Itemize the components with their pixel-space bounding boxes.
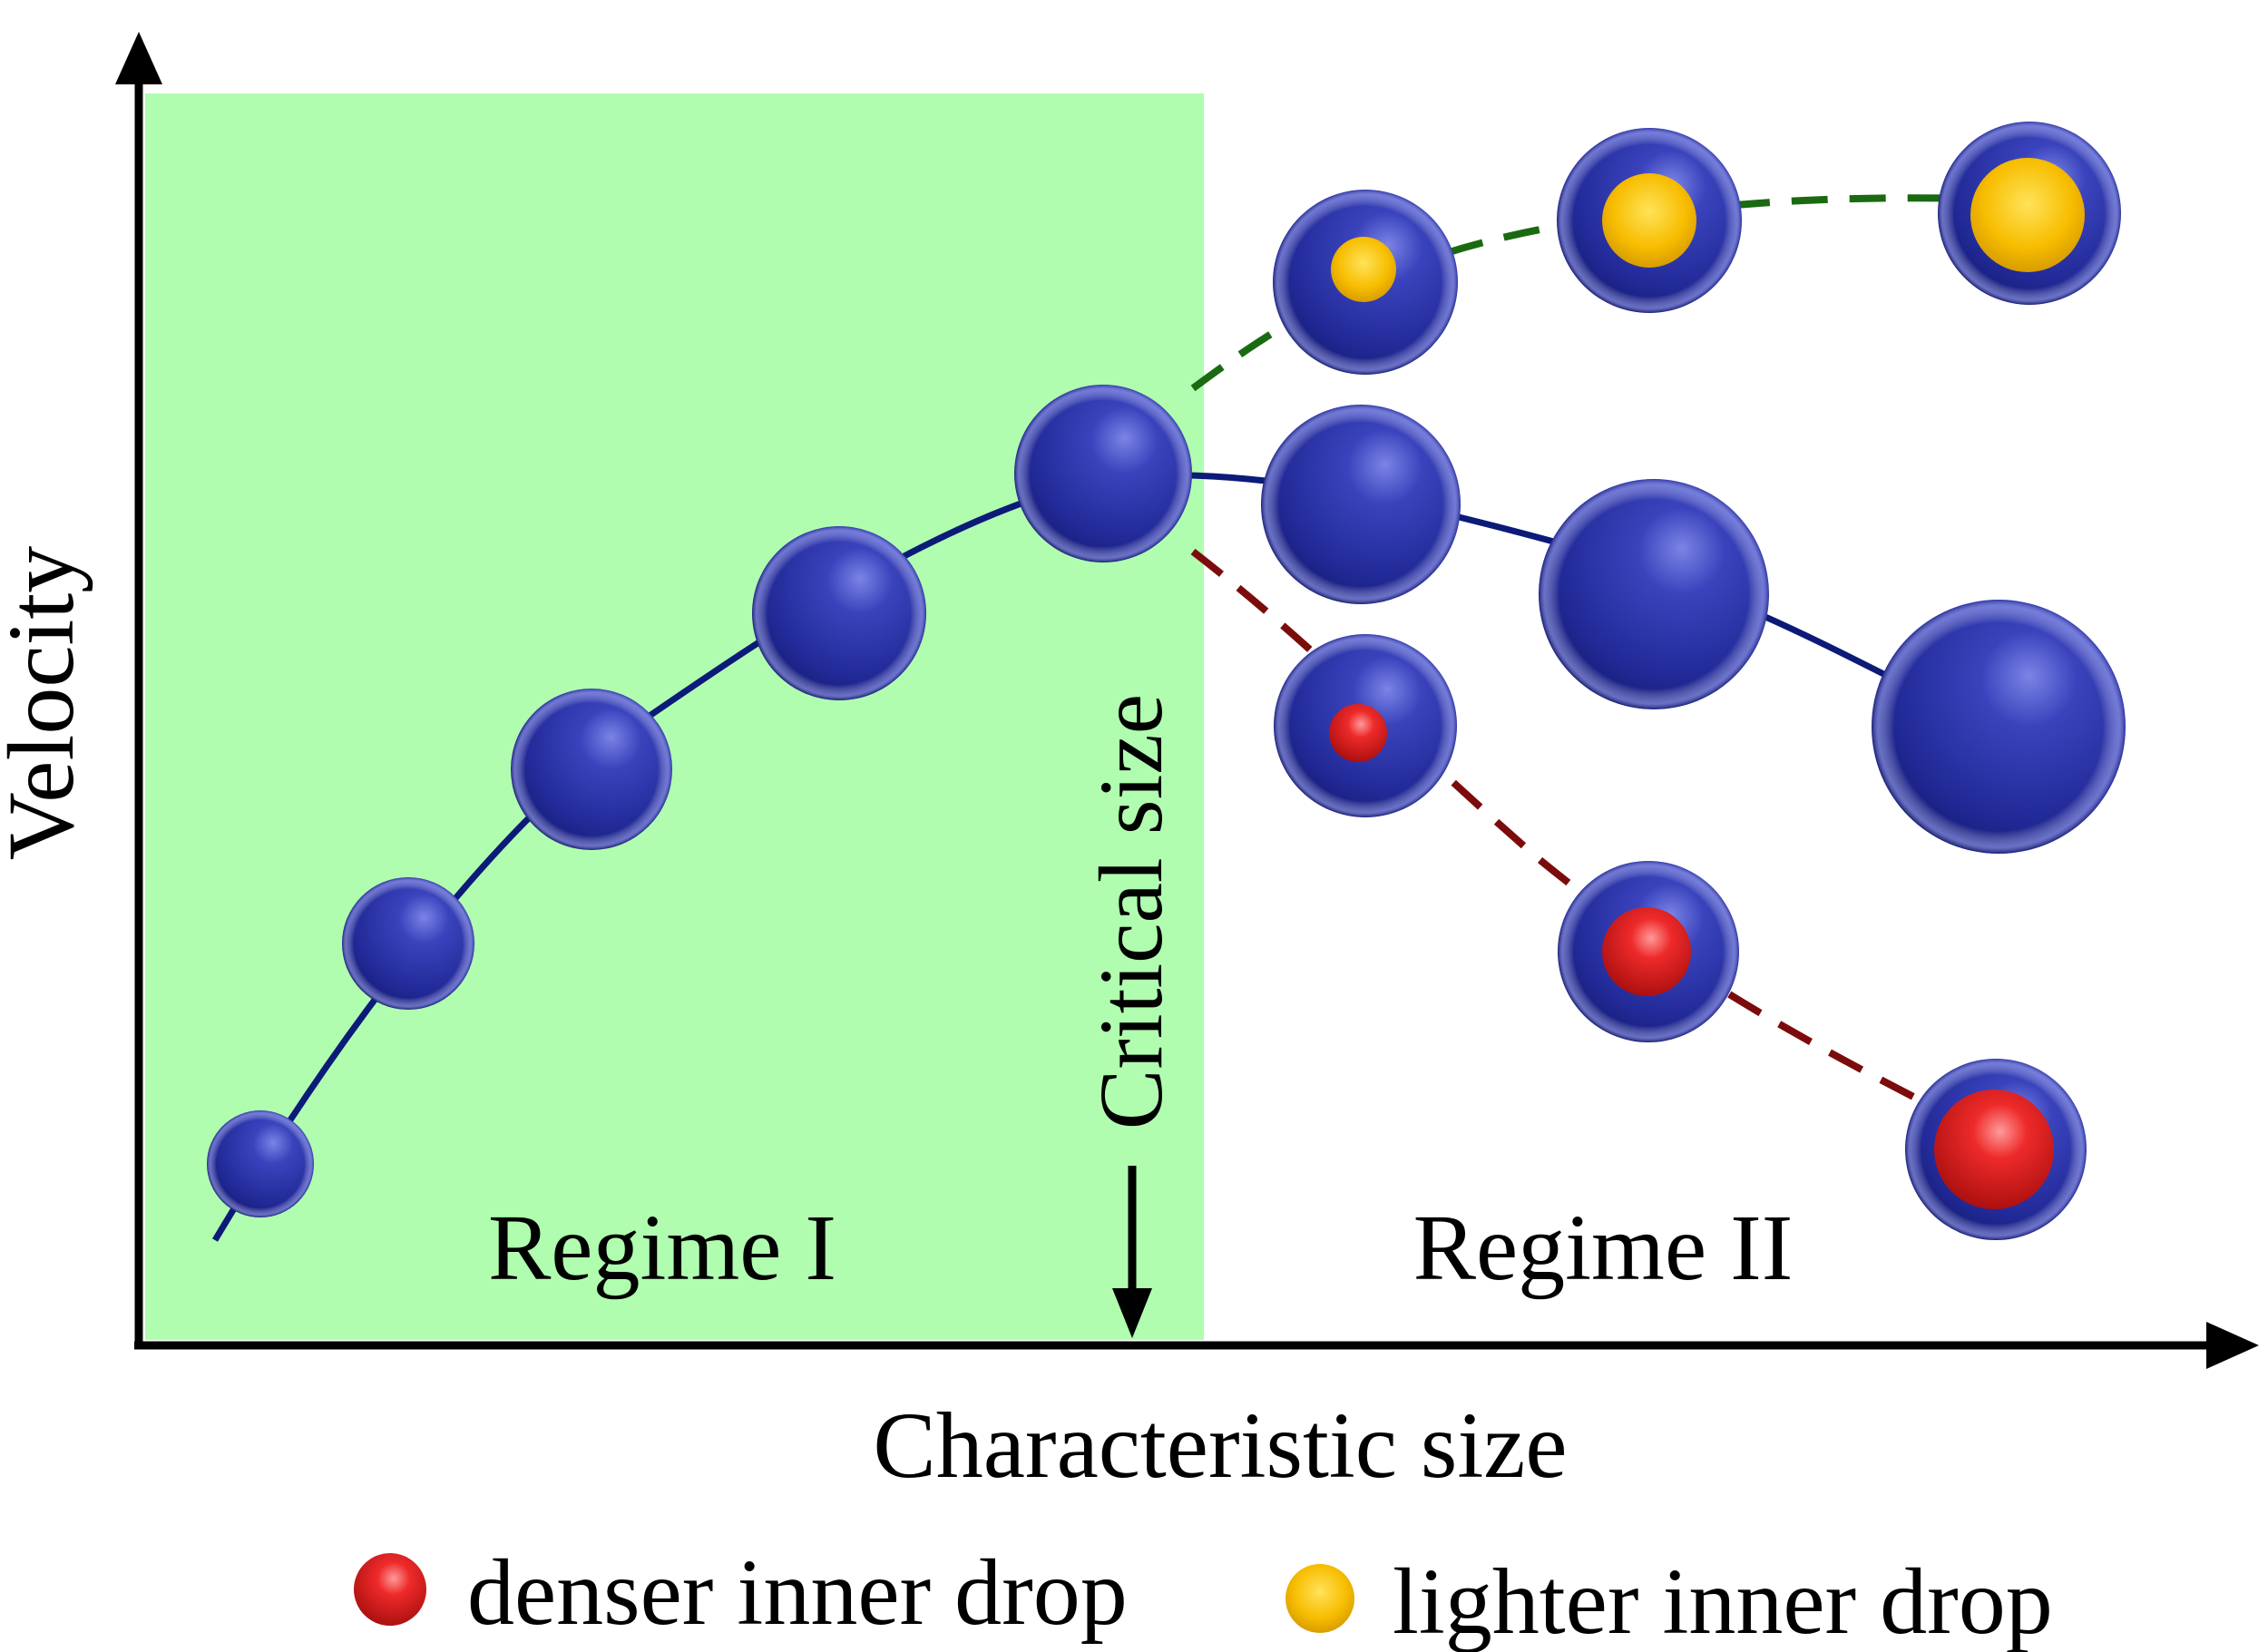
compound-drop-denser (1905, 1059, 2087, 1240)
drop (1539, 479, 1769, 709)
drop (752, 526, 926, 700)
x-axis-arrowhead (2206, 1322, 2259, 1369)
denser-legend-label: denser inner drop (467, 1540, 1128, 1645)
drop (207, 1110, 314, 1217)
x-axis-label: Characteristic size (873, 1393, 1567, 1498)
lighter-inner-drop (1970, 158, 2085, 272)
critical-size-arrowhead (1112, 1288, 1152, 1338)
lighter-curve (1190, 194, 2010, 392)
denser-branch-drops (1274, 634, 2087, 1240)
denser-inner-drop (1934, 1090, 2054, 1209)
lighter-branch-drops (1273, 122, 2121, 375)
regime1-label: Regime I (488, 1196, 836, 1300)
compound-drop-lighter (1938, 122, 2121, 305)
lighter-inner-drop (1602, 173, 1696, 268)
denser-inner-drop (1602, 907, 1691, 996)
regime2-label: Regime II (1413, 1196, 1794, 1300)
denser-inner-drop (1329, 704, 1387, 762)
drop (1014, 385, 1192, 562)
y-axis-label: Velocity (0, 546, 93, 861)
critical-size-indicator: Critical size (1080, 694, 1181, 1338)
regime1-region (145, 93, 1204, 1340)
compound-drop-lighter (1273, 190, 1458, 375)
axes (115, 32, 2259, 1369)
legend: denser inner drop lighter inner drop (354, 1540, 2053, 1652)
compound-drop-denser (1274, 634, 1457, 817)
lighter-legend-marker (1286, 1564, 1354, 1633)
lighter-inner-drop (1331, 237, 1396, 302)
drop (1261, 405, 1461, 604)
critical-size-label: Critical size (1080, 694, 1181, 1129)
denser-legend-marker (354, 1553, 426, 1626)
compound-drop-lighter (1557, 128, 1742, 313)
drop (1872, 600, 2126, 854)
main-drops (207, 385, 2126, 1217)
compound-drop-denser (1558, 861, 1739, 1042)
denser-curve (1190, 548, 1998, 1142)
lighter-legend-label: lighter inner drop (1393, 1549, 2053, 1652)
y-axis-arrowhead (115, 32, 162, 84)
drop (511, 689, 672, 850)
drop (342, 877, 474, 1010)
